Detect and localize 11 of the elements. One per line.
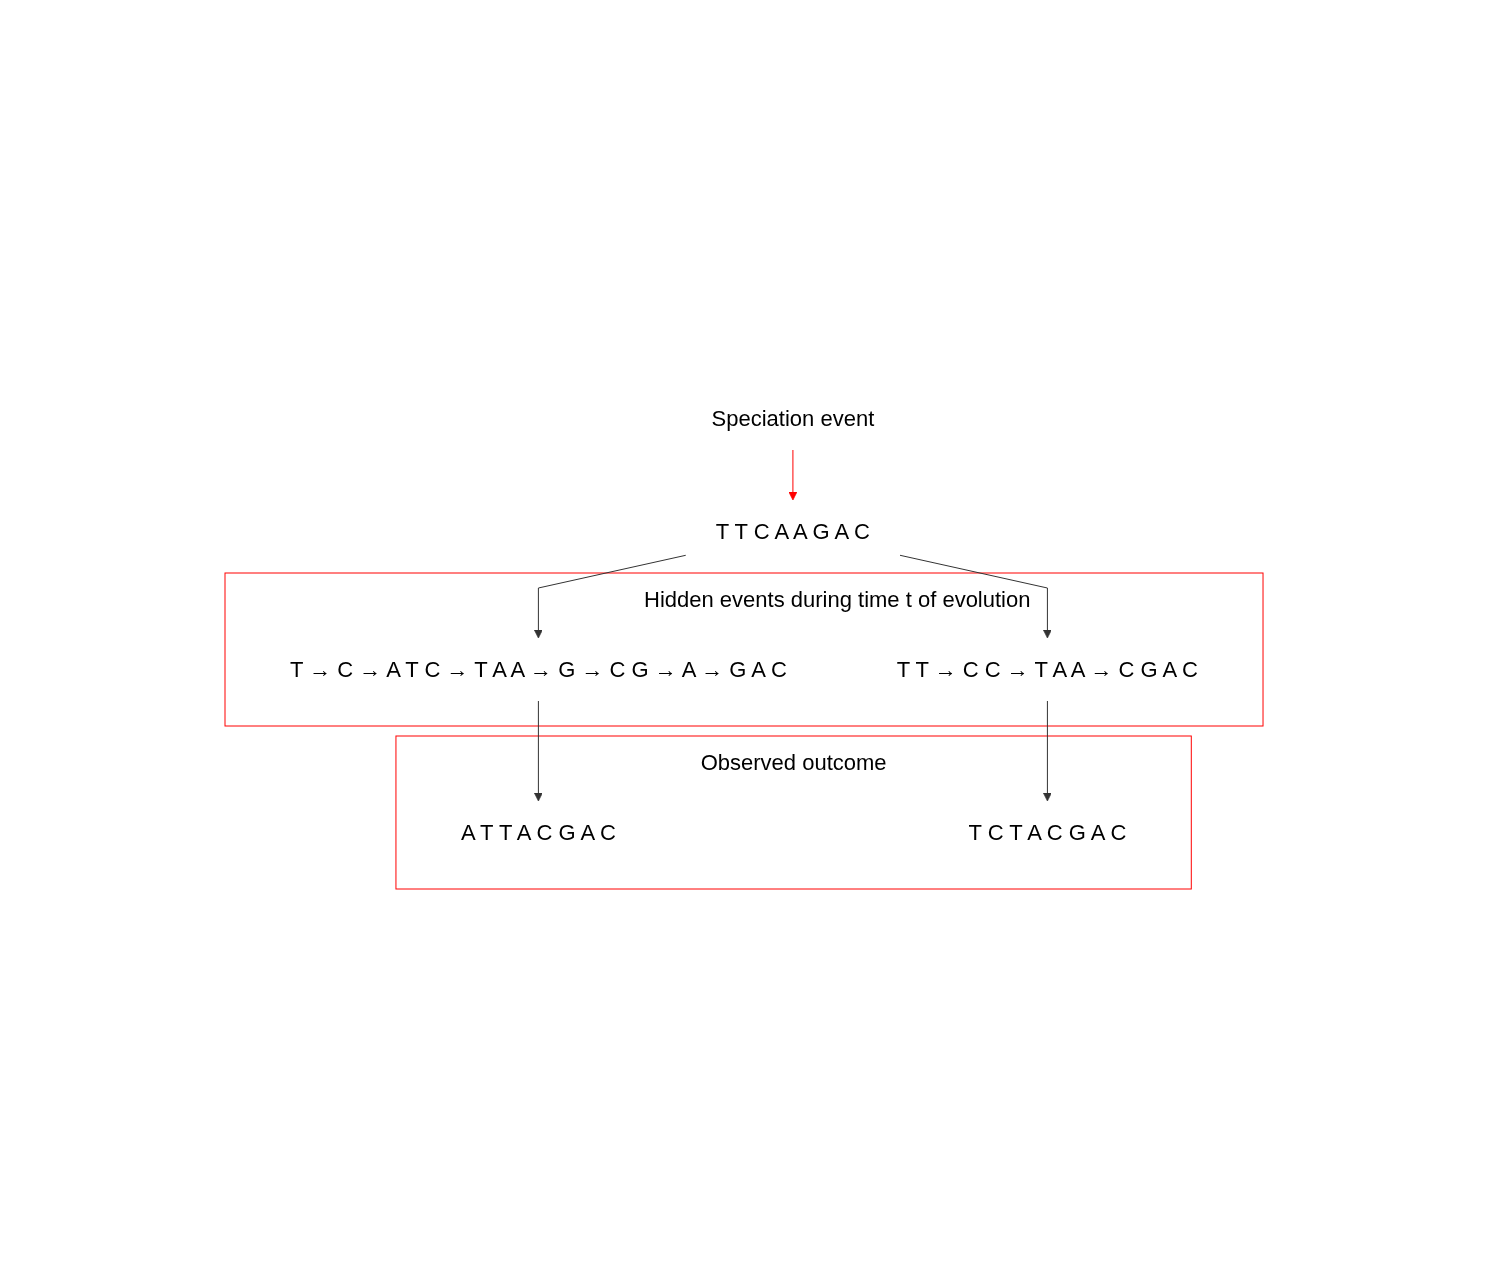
arrow — [534, 700, 543, 801]
arrow — [788, 449, 798, 500]
node-text: T → C → A T C → T A A → G → C G → A → G A C — [289, 656, 787, 682]
node-text: T C T A C G A C — [968, 819, 1127, 845]
node-text: A T T A C G A C — [460, 819, 616, 845]
node-text: Speciation event — [711, 405, 875, 431]
node-text: T T C A A G A C — [715, 518, 870, 544]
arrow — [534, 554, 687, 638]
node-text: T T → C C → T A A → C G A C — [896, 656, 1198, 682]
arrow — [1043, 700, 1052, 801]
arrow — [899, 554, 1052, 638]
